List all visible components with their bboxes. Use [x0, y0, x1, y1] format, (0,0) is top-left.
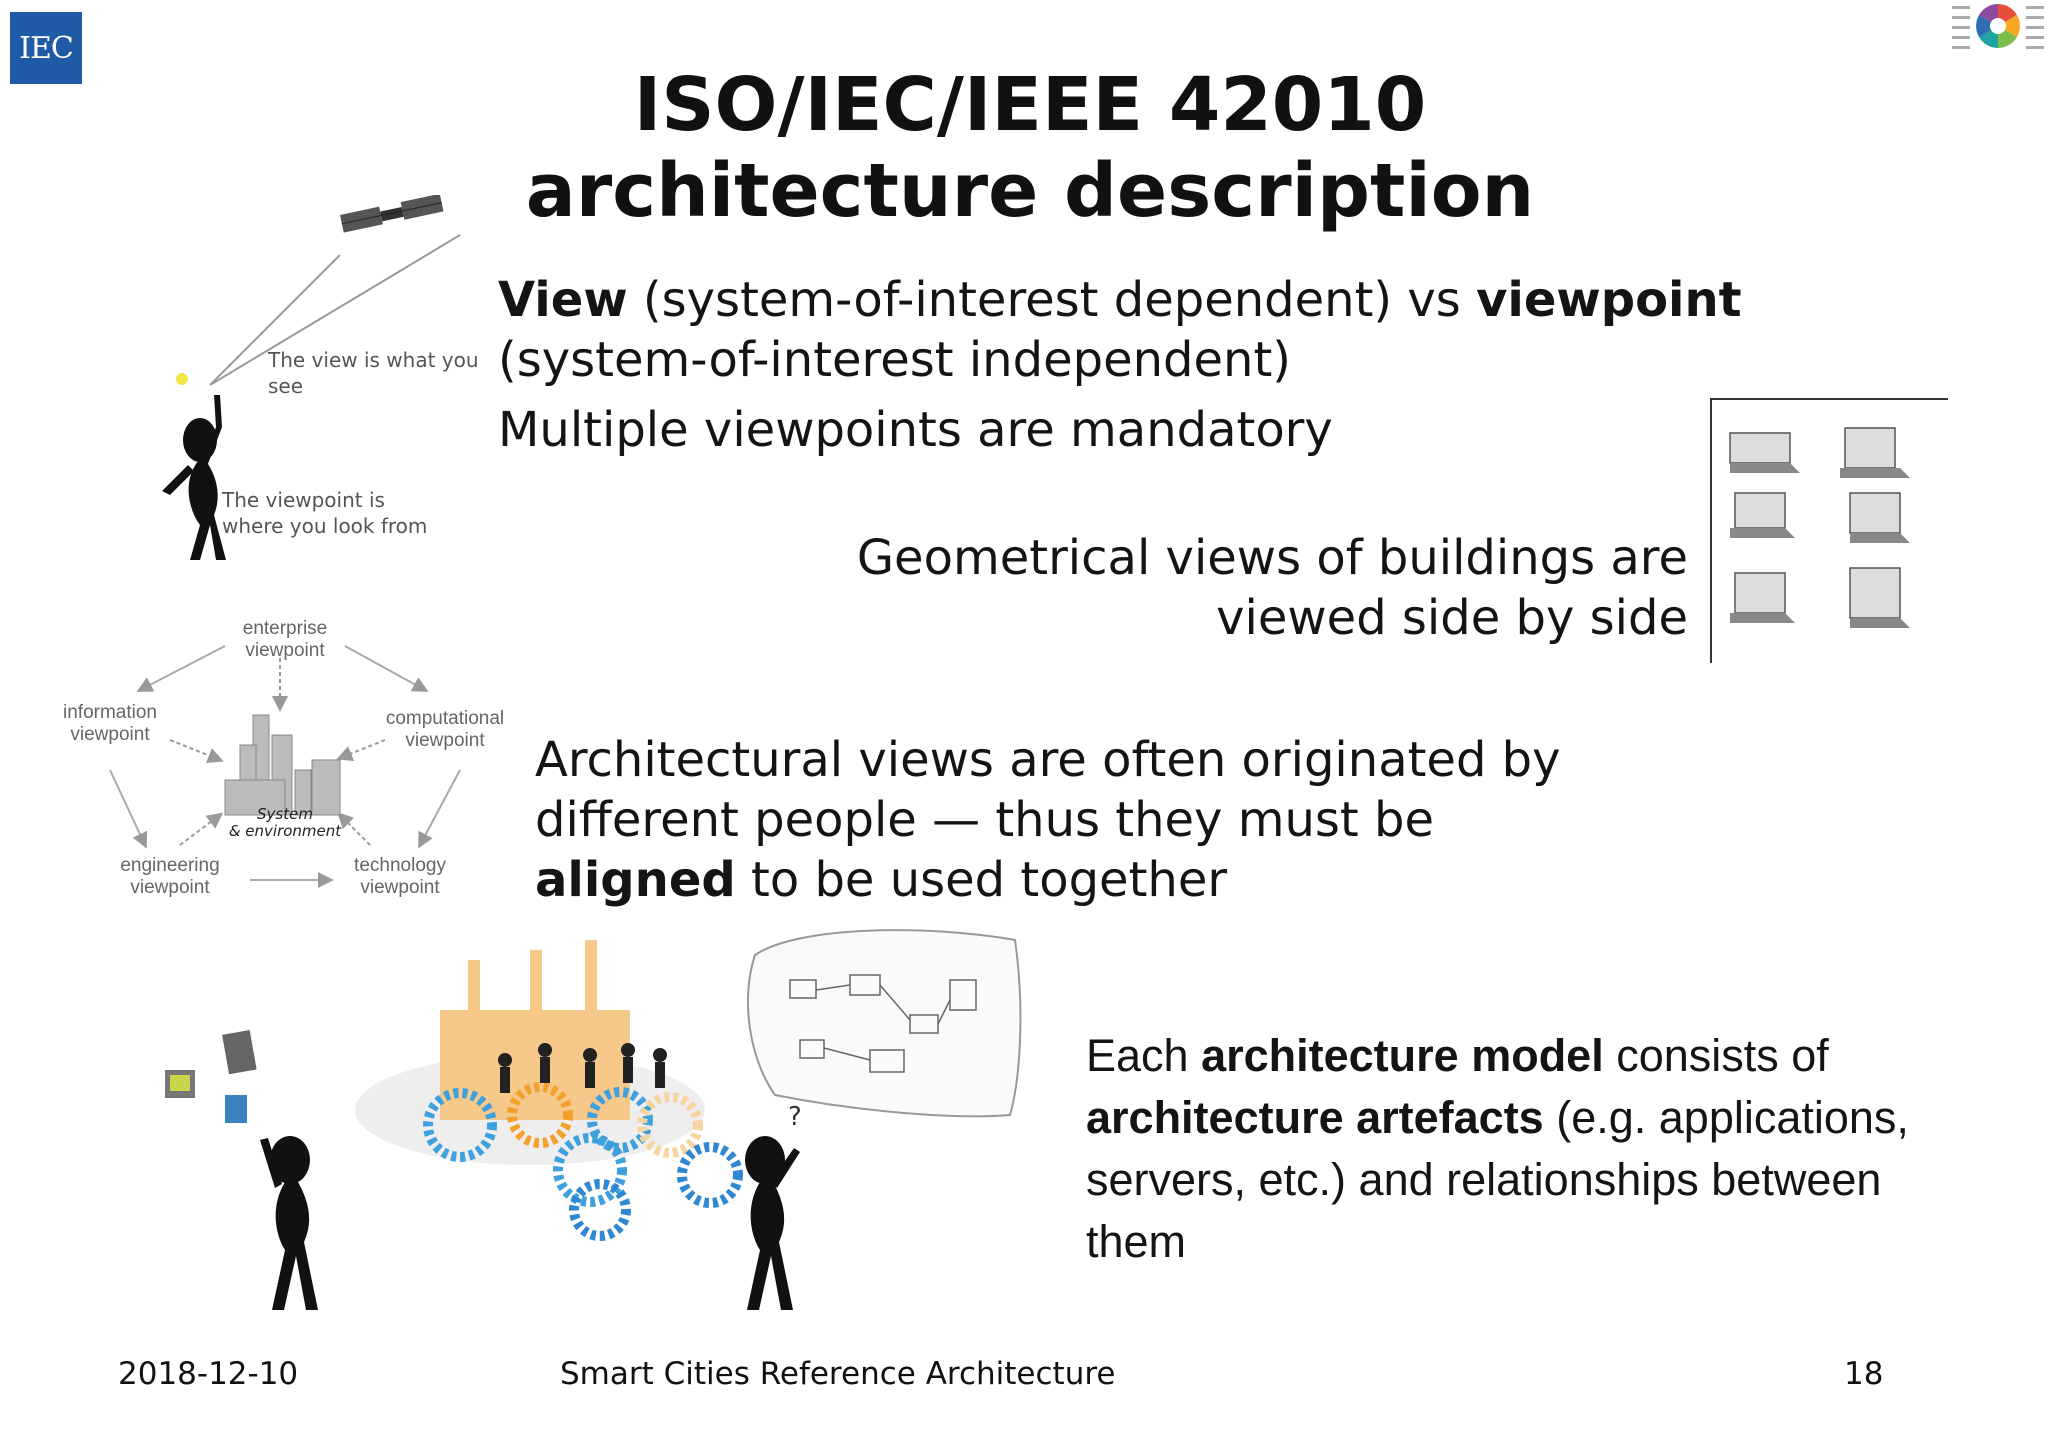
p5-text-1: Each [1086, 1030, 1202, 1081]
p4-line-3: to be used together [735, 852, 1228, 908]
enterprise-viewpoint-label: enterprise viewpoint [242, 618, 328, 661]
p1-text-1: (system-of-interest dependent) vs [627, 272, 1477, 328]
svg-text:?: ? [788, 1102, 802, 1132]
geometrical-views-text: Geometrical views of buildings are viewe… [820, 528, 1688, 648]
architecture-model-text: Each architecture model consists of arch… [1086, 1025, 1966, 1273]
viewpoint-arrows-diagram [109, 645, 461, 888]
iec-logo: IEC [10, 12, 82, 84]
stick-figure-satellite-icon [162, 195, 461, 560]
p1-text-2: (system-of-interest independent) [498, 332, 1291, 388]
p3-line-1: Geometrical views of buildings are [856, 530, 1688, 586]
note-view-what-you-see: The view is what you see [268, 348, 479, 398]
p4-line-2: different people — thus they must be [535, 792, 1434, 848]
engineering-viewpoint-label: engineering viewpoint [120, 855, 220, 898]
architecture-model-illustration: ? [165, 929, 1022, 1310]
page-number: 18 [1844, 1356, 1884, 1392]
view-vs-viewpoint-text: View (system-of-interest dependent) vs v… [498, 270, 1838, 390]
p5-text-2: consists of [1603, 1030, 1829, 1081]
footer-title: Smart Cities Reference Architecture [560, 1356, 1116, 1392]
p4-line-1: Architectural views are often originated… [535, 732, 1561, 788]
architectural-views-aligned-text: Architectural views are often originated… [535, 730, 1655, 910]
term-view: View [498, 272, 628, 328]
term-viewpoint: viewpoint [1476, 272, 1742, 328]
viewpoint-illustration: The view is what you see The viewpoint i… [140, 195, 480, 565]
term-aligned: aligned [535, 852, 736, 908]
footer-date: 2018-12-10 [118, 1356, 299, 1392]
mandatory-viewpoints-text: Multiple viewpoints are mandatory [498, 402, 1333, 458]
building-section-drawings-image [1710, 398, 1950, 663]
p5-text-3: (e.g. applications, servers, etc.) and r… [1086, 1092, 1909, 1267]
p3-line-2: viewed side by side [1216, 590, 1688, 646]
smart-city-wheel-icon [1952, 4, 2044, 49]
term-architecture-model: architecture model [1201, 1030, 1604, 1081]
rm-odp-viewpoints-diagram: enterprise viewpoint information viewpoi… [50, 610, 520, 910]
center-label-line-1: System [257, 805, 313, 823]
title-line-1: ISO/IEC/IEEE 42010 [633, 62, 1427, 148]
note-viewpoint-where-look-from: The viewpoint is where you look from [222, 488, 428, 538]
logo-text: IEC [19, 30, 74, 66]
term-architecture-artefacts: architecture artefacts [1086, 1092, 1544, 1143]
technology-viewpoint-label: technology viewpoint [354, 855, 446, 898]
title-line-2: architecture description [525, 148, 1535, 234]
system-environment-label: System & environment [220, 806, 350, 840]
center-label-line-2: & environment [228, 822, 342, 840]
computer-icon [165, 1030, 257, 1123]
slide-title: ISO/IEC/IEEE 42010 architecture descript… [450, 62, 1610, 234]
information-viewpoint-label: information viewpoint [63, 702, 157, 745]
computational-viewpoint-label: computational viewpoint [385, 708, 505, 751]
